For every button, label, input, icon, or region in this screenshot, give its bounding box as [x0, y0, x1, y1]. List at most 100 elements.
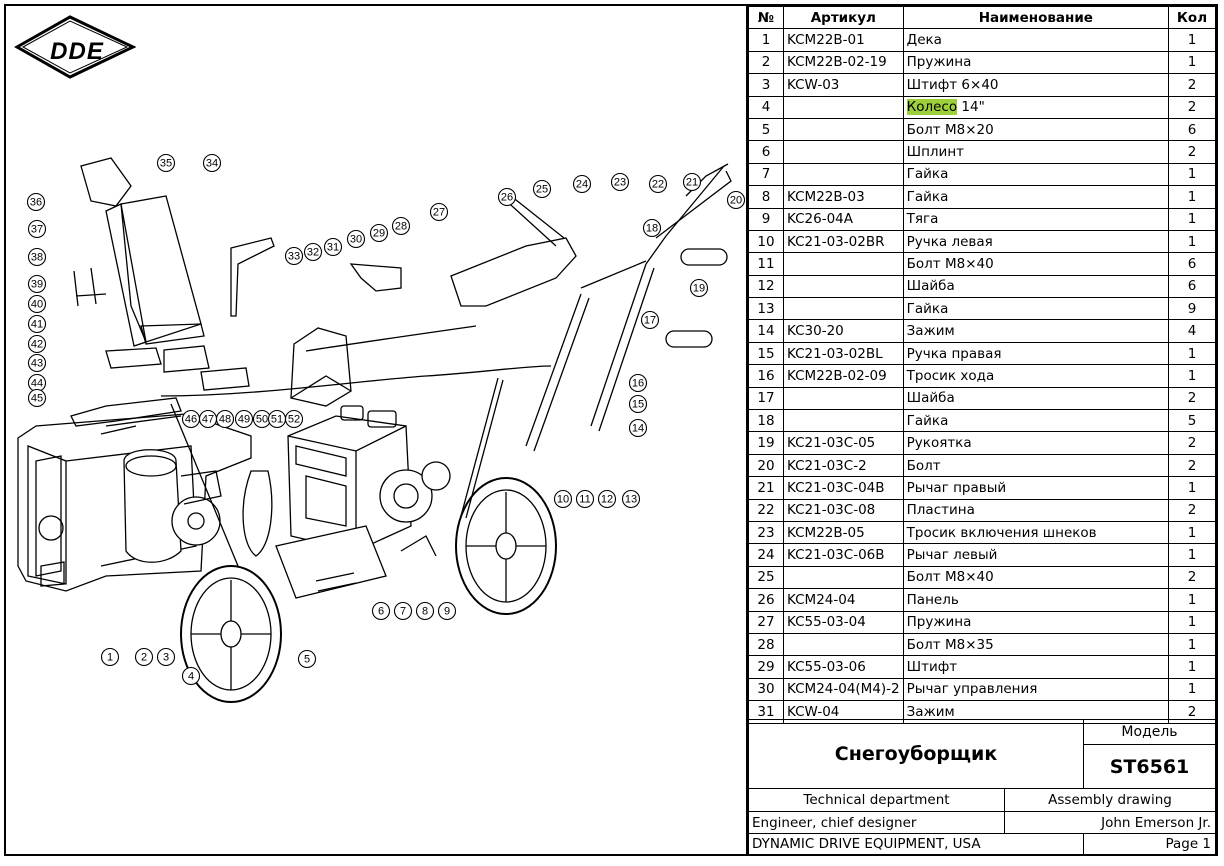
callout-22: 22 [648, 174, 668, 194]
callout-circle [284, 409, 304, 429]
callout-number: 19 [693, 283, 705, 295]
callout-36: 36 [26, 192, 46, 212]
callout-2: 2 [134, 647, 154, 667]
row-qty: 2 [1168, 95, 1216, 119]
callout-number: 38 [31, 252, 43, 264]
callout-circle [597, 489, 617, 509]
row-article: KC21-03C-05 [783, 431, 904, 455]
page-cell: Page 1 [1083, 833, 1216, 855]
callout-28: 28 [391, 216, 411, 236]
callout-circle [215, 409, 235, 429]
row-name: Дека [902, 28, 1170, 52]
row-name: Пружина [902, 50, 1170, 75]
row-article [783, 386, 904, 411]
callout-number: 23 [614, 177, 626, 189]
row-name: Гайка [902, 297, 1170, 321]
row-name: Ручка правая [902, 341, 1170, 366]
callout-number: 17 [644, 315, 656, 327]
callout-21: 21 [682, 172, 702, 192]
row-qty: 1 [1168, 341, 1216, 366]
callout-number: 48 [219, 414, 231, 426]
row-qty: 1 [1168, 520, 1216, 545]
row-qty: 9 [1168, 297, 1216, 321]
row-number: 2 [748, 50, 784, 75]
callout-number: 7 [400, 606, 406, 618]
row-name: Тяга [902, 207, 1170, 231]
department-cell: Technical department [748, 788, 1005, 812]
row-name: Колесо 14" [902, 95, 1170, 119]
row-name: Штифт [902, 655, 1170, 679]
callout-43: 43 [27, 353, 47, 373]
callout-38: 38 [27, 247, 47, 267]
row-qty: 2 [1168, 386, 1216, 411]
callout-circle [27, 388, 47, 408]
callout-number: 8 [422, 606, 428, 618]
doc-type: Assembly drawing [1048, 792, 1172, 808]
row-number: 11 [748, 252, 784, 276]
row-qty: 5 [1168, 409, 1216, 433]
row-number: 24 [748, 543, 784, 567]
row-qty: 2 [1168, 700, 1216, 724]
row-qty: 2 [1168, 453, 1216, 478]
logo-text: DDE [50, 38, 104, 65]
row-article: KCM22B-03 [783, 185, 904, 209]
row-qty: 2 [1168, 498, 1216, 522]
doc-type-cell: Assembly drawing [1004, 788, 1216, 812]
row-qty: 1 [1168, 229, 1216, 254]
callout-number: 47 [202, 414, 214, 426]
row-name: Зажим [902, 319, 1170, 343]
callout-number: 50 [256, 414, 268, 426]
page-number: Page 1 [1165, 836, 1211, 852]
callout-circle [415, 601, 435, 621]
title-block: Снегоуборщик Модель ST6561 Technical dep… [748, 719, 1216, 855]
row-article: KCM22B-02-09 [783, 364, 904, 388]
drawing-sheet: DDE [4, 4, 1218, 856]
row-article [783, 632, 904, 657]
callout-number: 35 [160, 158, 172, 170]
name-rest: 14" [957, 99, 985, 116]
callout-49: 49 [234, 409, 254, 429]
callout-circle [648, 174, 668, 194]
callout-circle [27, 294, 47, 314]
callout-circle [27, 247, 47, 267]
callout-circle [497, 187, 517, 207]
person: John Emerson Jr. [1101, 814, 1211, 831]
callout-circle [726, 190, 746, 210]
row-qty: 1 [1168, 162, 1216, 187]
callout-48: 48 [215, 409, 235, 429]
row-article: KC26-04A [783, 207, 904, 231]
row-article: KCM22B-05 [783, 520, 904, 545]
row-article [783, 565, 904, 590]
row-number: 3 [748, 73, 784, 97]
callout-circle [156, 647, 176, 667]
row-name: Болт M8×40 [902, 565, 1170, 590]
row-article: KC55-03-06 [783, 655, 904, 679]
row-article: KC21-03C-2 [783, 453, 904, 478]
header-qty: Кол [1168, 5, 1216, 30]
row-article: KC21-03C-06B [783, 543, 904, 567]
header-row: № Артикул Наименование Кол [748, 5, 1216, 30]
row-number: 27 [748, 610, 784, 634]
callout-5: 5 [297, 649, 317, 669]
callout-19: 19 [689, 278, 709, 298]
row-qty: 2 [1168, 565, 1216, 590]
row-number: 31 [748, 700, 784, 724]
role: Engineer, chief designer [752, 814, 917, 831]
row-name: Тросик включения шнеков [902, 520, 1170, 545]
row-number: 14 [748, 319, 784, 343]
callout-circle [181, 666, 201, 686]
callout-circle [572, 174, 592, 194]
row-qty: 1 [1168, 476, 1216, 500]
callout-number: 20 [730, 195, 742, 207]
callout-circle [26, 192, 46, 212]
